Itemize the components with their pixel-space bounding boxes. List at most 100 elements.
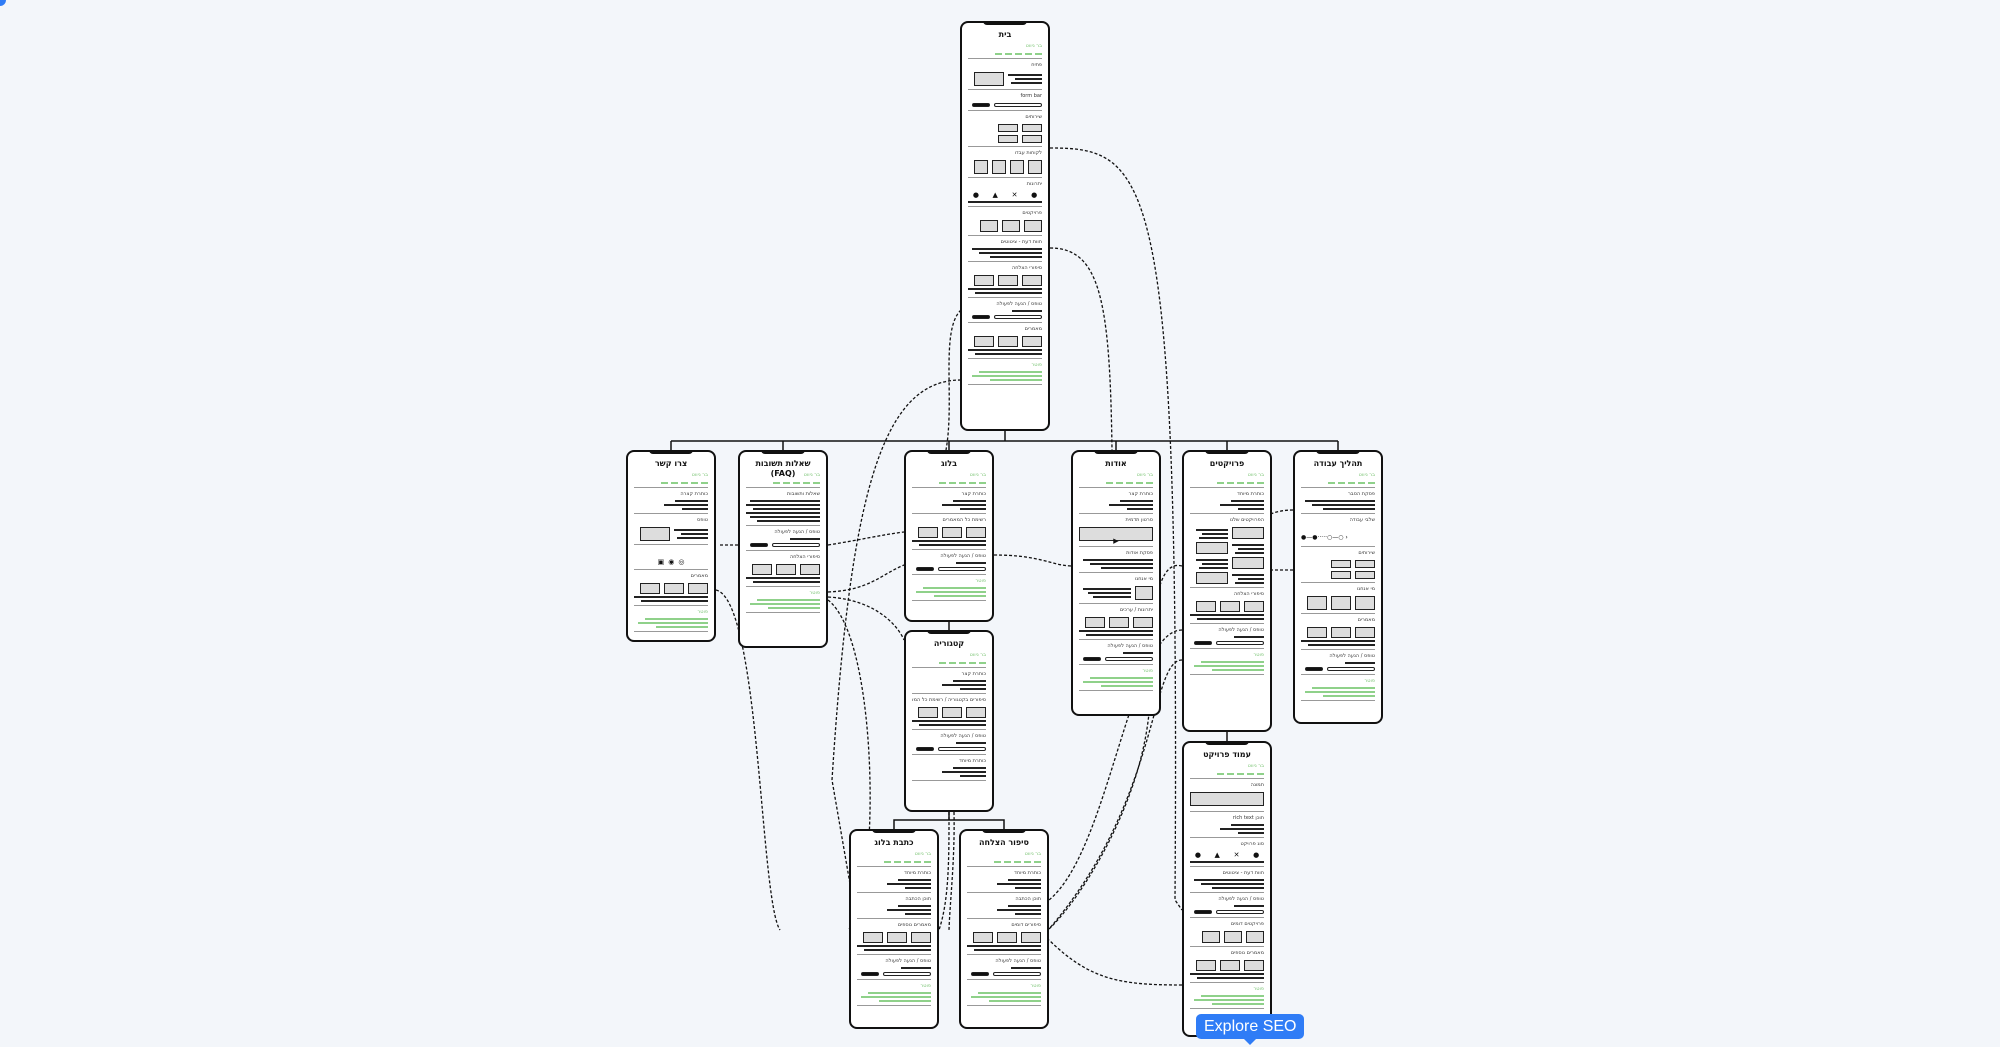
nav-item[interactable] <box>1146 482 1153 484</box>
chevron-left-icon[interactable] <box>1246 931 1264 943</box>
submit-button[interactable] <box>972 103 990 107</box>
nav-item[interactable] <box>1116 482 1123 484</box>
nav-item[interactable] <box>969 662 976 664</box>
nav-item[interactable] <box>1004 861 1011 863</box>
form-input[interactable] <box>1327 667 1375 671</box>
play-icon[interactable]: ▶ <box>1113 537 1119 545</box>
nav-item[interactable] <box>1257 773 1264 775</box>
nav-item[interactable] <box>1106 482 1113 484</box>
nav-item[interactable] <box>894 861 901 863</box>
submit-button[interactable] <box>916 747 934 751</box>
nav-item[interactable] <box>1237 482 1244 484</box>
project-thumbnail[interactable] <box>1196 542 1228 554</box>
nav-item[interactable] <box>1024 861 1031 863</box>
submit-button[interactable] <box>971 972 989 976</box>
nav-item[interactable] <box>1338 482 1345 484</box>
submit-button[interactable] <box>1083 657 1101 661</box>
nav-item[interactable] <box>803 482 810 484</box>
chevron-right-icon[interactable] <box>980 220 998 232</box>
nav-item[interactable] <box>1025 53 1032 55</box>
nav-item[interactable] <box>1237 773 1244 775</box>
form-input[interactable] <box>994 315 1042 319</box>
nav-item[interactable] <box>949 662 956 664</box>
project-thumbnail[interactable] <box>1232 557 1264 569</box>
nav-item[interactable] <box>969 482 976 484</box>
submit-button[interactable] <box>1194 641 1212 645</box>
nav-item[interactable] <box>1227 482 1234 484</box>
nav-item[interactable] <box>1005 53 1012 55</box>
instagram-icon[interactable]: ◎ <box>678 558 685 566</box>
chevron-right-icon[interactable] <box>1202 931 1220 943</box>
nav-item[interactable] <box>793 482 800 484</box>
form-input[interactable] <box>1216 641 1264 645</box>
nav-item[interactable] <box>924 861 931 863</box>
nav-item[interactable] <box>1368 482 1375 484</box>
nav-item[interactable] <box>994 861 1001 863</box>
form-input[interactable] <box>994 103 1042 107</box>
form-input[interactable] <box>938 567 986 571</box>
form-input[interactable] <box>772 543 820 547</box>
nav-item[interactable] <box>1358 482 1365 484</box>
facebook-icon[interactable]: ◉ <box>668 558 675 566</box>
nav-item[interactable] <box>1227 773 1234 775</box>
nav-item[interactable] <box>1035 53 1042 55</box>
nav-item[interactable] <box>671 482 678 484</box>
nav-item[interactable] <box>979 662 986 664</box>
nav-item[interactable] <box>939 662 946 664</box>
nav-item[interactable] <box>681 482 688 484</box>
submit-button[interactable] <box>861 972 879 976</box>
nav-item[interactable] <box>1014 861 1021 863</box>
nav-item[interactable] <box>949 482 956 484</box>
nav-item[interactable] <box>661 482 668 484</box>
nav-item[interactable] <box>701 482 708 484</box>
nav-item[interactable] <box>904 861 911 863</box>
nav-item[interactable] <box>783 482 790 484</box>
nav-item[interactable] <box>995 53 1002 55</box>
nav-item[interactable] <box>813 482 820 484</box>
submit-button[interactable] <box>750 543 768 547</box>
project-thumbnail[interactable] <box>1196 572 1228 584</box>
nav-item[interactable] <box>691 482 698 484</box>
nav-item[interactable] <box>1034 861 1041 863</box>
submit-button[interactable] <box>916 567 934 571</box>
form-input[interactable] <box>1216 910 1264 914</box>
nav-item[interactable] <box>959 662 966 664</box>
form-input[interactable] <box>883 972 931 976</box>
nav-item[interactable] <box>1217 482 1224 484</box>
nav-item[interactable] <box>1015 53 1022 55</box>
form-input[interactable] <box>938 747 986 751</box>
nav-item[interactable] <box>1328 482 1335 484</box>
nav-item[interactable] <box>773 482 780 484</box>
nav-item[interactable] <box>939 482 946 484</box>
form-input[interactable] <box>1105 657 1153 661</box>
nav-item[interactable] <box>1247 482 1254 484</box>
chevron-left-icon[interactable] <box>1024 220 1042 232</box>
nav-item[interactable] <box>1247 773 1254 775</box>
submit-button[interactable] <box>1194 910 1212 914</box>
form-input[interactable] <box>993 972 1041 976</box>
nav-item[interactable] <box>1217 773 1224 775</box>
nav-item[interactable] <box>914 861 921 863</box>
nav-item[interactable] <box>1136 482 1143 484</box>
nav-item[interactable] <box>1126 482 1133 484</box>
nav-item[interactable] <box>884 861 891 863</box>
nav-item[interactable] <box>979 482 986 484</box>
nav-item[interactable] <box>1348 482 1355 484</box>
submit-button[interactable] <box>972 315 990 319</box>
nav-item[interactable] <box>959 482 966 484</box>
project-thumbnail[interactable] <box>1232 527 1264 539</box>
submit-button[interactable] <box>1305 667 1323 671</box>
video-player[interactable]: ▶ <box>1079 527 1153 545</box>
explore-seo-button[interactable]: Explore SEO <box>1196 1014 1305 1045</box>
